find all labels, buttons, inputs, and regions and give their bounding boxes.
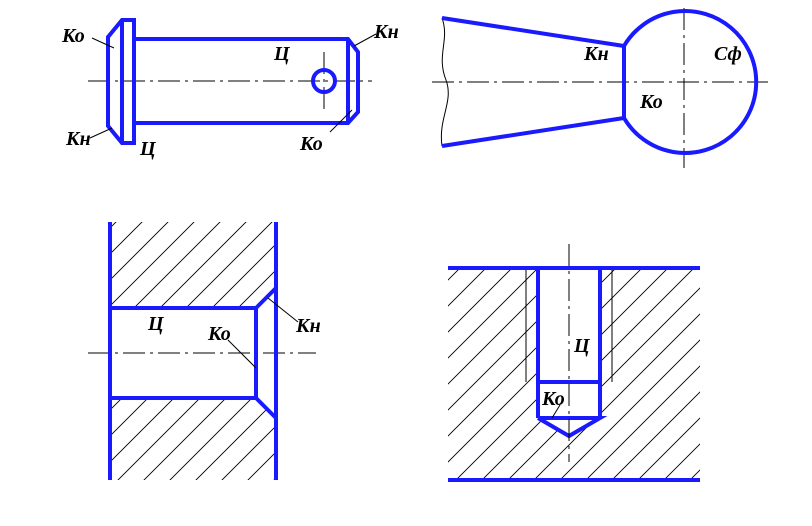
hole-section-figure: Ц Ко Кн xyxy=(88,222,321,480)
ball-taper-bottom xyxy=(441,116,625,148)
pin-cross-hole xyxy=(311,68,337,94)
blind-cone-tip xyxy=(536,416,608,439)
ball-taper-top xyxy=(441,16,625,48)
pin-shank xyxy=(134,37,360,125)
ball-label-sf: Сф xyxy=(714,43,742,65)
hole-hatch-bottom xyxy=(110,398,276,480)
ball-label-ko: Ко xyxy=(639,91,663,113)
blind-label-ko: Ко xyxy=(541,388,565,410)
hole-chamfer-top xyxy=(254,286,278,310)
hole-chamfer-bottom xyxy=(254,396,278,420)
pin-leader-kn-right xyxy=(353,33,377,47)
hole-hatch-top xyxy=(110,222,276,308)
ball-sphere xyxy=(622,9,759,155)
hole-label-c: Ц xyxy=(147,313,165,335)
hole-label-kn: Кн xyxy=(295,315,321,337)
pin-label-ko-right: Ко xyxy=(299,133,323,155)
blind-label-c: Ц xyxy=(573,335,591,357)
hole-label-ko: Ко xyxy=(207,323,231,345)
ball-break-line xyxy=(440,17,449,147)
pin-leader-ko-right xyxy=(329,109,353,133)
hole-leader-ko xyxy=(227,339,257,369)
pin-label-c-bottom: Ц xyxy=(139,138,157,160)
blind-hole-figure: Ц Ко xyxy=(448,244,700,482)
hole-leader-kn xyxy=(267,297,299,323)
ball-end-figure: Кн Сф Ко xyxy=(432,8,768,168)
pin-figure: Ко Кн Ц Ц Кн Ко xyxy=(61,18,399,160)
pin-label-c-body: Ц xyxy=(273,43,291,65)
pin-leader-ko-left xyxy=(91,37,115,49)
pin-leader-kn-left xyxy=(89,127,113,139)
pin-label-ko-left: Ко xyxy=(61,25,85,47)
blind-leader-ko xyxy=(551,404,561,419)
pin-label-kn-right: Кн xyxy=(373,21,399,43)
pin-label-kn-left: Кн xyxy=(65,128,91,150)
ball-label-kn: Кн xyxy=(583,43,609,65)
